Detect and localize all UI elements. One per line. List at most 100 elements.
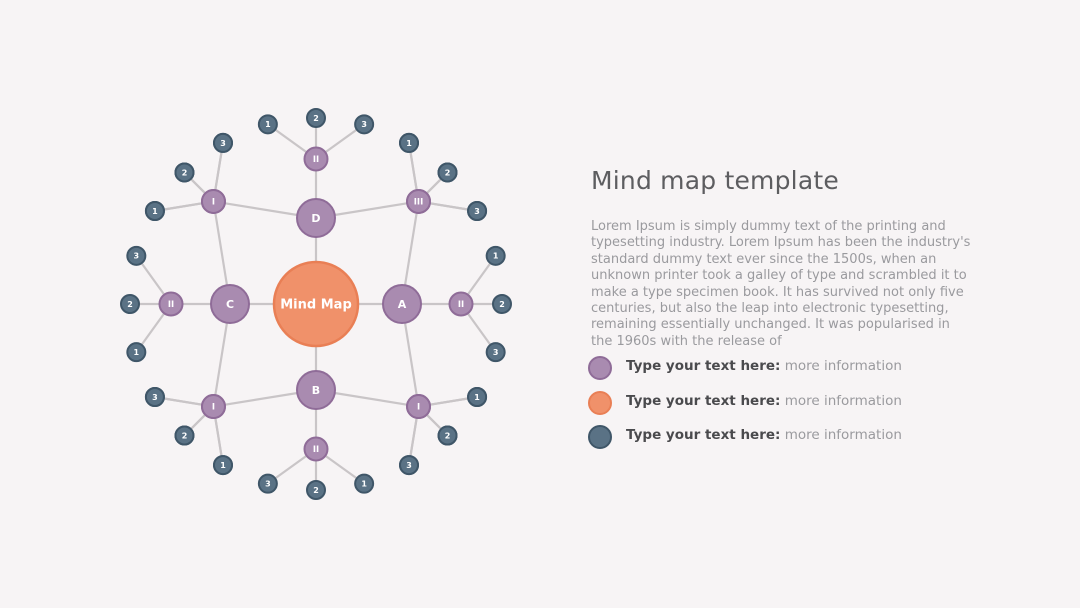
- leaf-node-circle: [467, 387, 488, 407]
- legend-swatch-purple: [588, 356, 612, 380]
- sub-node: I: [406, 394, 432, 420]
- leaf-node: 2: [306, 480, 326, 500]
- leaf-node: 2: [174, 162, 195, 183]
- leaf-node: 1: [399, 132, 419, 153]
- legend-swatch-blue: [588, 425, 612, 449]
- branch-node-b-circle: [296, 370, 336, 410]
- leaf-node: 3: [467, 201, 488, 221]
- leaf-node-label: 1: [220, 461, 226, 470]
- leaf-node-circle: [437, 162, 458, 183]
- sub-node-circle: [200, 394, 226, 420]
- sub-node-circle: [158, 291, 184, 317]
- sub-node-circle: [406, 188, 432, 214]
- leaf-node-label: 3: [474, 207, 480, 216]
- leaf-node-label: 3: [493, 348, 499, 357]
- leaf-node-label: 3: [361, 120, 367, 129]
- leaf-node-label: 2: [445, 431, 451, 440]
- leaf-node: 3: [485, 342, 506, 363]
- sub-node: III: [406, 188, 432, 214]
- leaf-node: 2: [174, 425, 195, 446]
- mind-map-diagram: 123I123II123IIIA123I123II123IIIB123I123I…: [120, 108, 512, 500]
- leaf-node-circle: [492, 294, 512, 314]
- legend-info: more information: [780, 427, 902, 443]
- leaf-node-label: 1: [406, 139, 412, 148]
- sub-node-label: II: [313, 155, 319, 165]
- branch-node-b: B: [296, 370, 336, 410]
- branch-node-d-label: D: [311, 212, 320, 225]
- leaf-node-label: 3: [220, 139, 226, 148]
- branch-node-c-label: C: [226, 298, 234, 311]
- branch-node-a-label: A: [398, 298, 407, 311]
- leaf-node: 3: [126, 245, 147, 266]
- sub-node: I: [200, 188, 226, 214]
- leaf-node-label: 2: [313, 114, 319, 123]
- leaf-node: 2: [437, 162, 458, 183]
- sub-node: II: [303, 436, 329, 462]
- legend-label: Type your text here:: [626, 358, 781, 374]
- leaf-node: 3: [213, 132, 233, 153]
- sub-node-circle: [303, 146, 329, 172]
- leaf-node: 3: [354, 114, 375, 135]
- leaf-node-label: 2: [499, 300, 505, 309]
- center-node: Mind Map: [272, 260, 360, 348]
- leaf-node-label: 2: [313, 486, 319, 495]
- leaf-node-circle: [399, 132, 419, 153]
- sub-node-circle: [448, 291, 474, 317]
- leaf-node: 2: [437, 425, 458, 446]
- leaf-node-label: 2: [127, 300, 133, 309]
- description-text: Lorem Ipsum is simply dummy text of the …: [591, 219, 971, 349]
- leaf-node-label: 2: [182, 431, 188, 440]
- center-node-label: Mind Map: [280, 298, 352, 313]
- leaf-node-circle: [485, 342, 506, 363]
- leaf-node-label: 3: [134, 252, 140, 261]
- leaf-node-circle: [126, 245, 147, 266]
- branch-node-c: C: [210, 284, 250, 324]
- leaf-node-label: 1: [152, 207, 158, 216]
- leaf-node: 1: [485, 245, 506, 266]
- sub-node-label: I: [212, 403, 215, 413]
- leaf-node-circle: [354, 473, 375, 494]
- leaf-node-label: 3: [152, 393, 158, 402]
- leaf-node-circle: [354, 114, 375, 135]
- branch-node-a: A: [382, 284, 422, 324]
- sub-node: II: [303, 146, 329, 172]
- branch-node-c-circle: [210, 284, 250, 324]
- leaf-node-circle: [174, 425, 195, 446]
- legend-label: Type your text here:: [626, 427, 781, 443]
- leaf-node-circle: [485, 245, 506, 266]
- leaf-node-label: 3: [406, 461, 412, 470]
- leaf-node: 3: [257, 473, 278, 494]
- leaf-node: 3: [144, 387, 165, 407]
- sub-node-label: II: [168, 300, 174, 310]
- center-node-circle: [272, 260, 360, 348]
- legend-info: more information: [780, 358, 902, 374]
- leaf-node-label: 1: [474, 393, 480, 402]
- leaf-node: 3: [399, 455, 419, 476]
- leaf-node: 2: [120, 294, 140, 314]
- legend-info: more information: [780, 392, 902, 409]
- leaf-node-circle: [257, 473, 278, 494]
- sub-node-label: II: [313, 445, 319, 455]
- leaf-node-circle: [174, 162, 195, 183]
- sub-node-circle: [200, 188, 226, 214]
- legend-label: Type your text here:: [626, 392, 781, 409]
- sub-node-circle: [406, 394, 432, 420]
- leaf-node-label: 1: [493, 252, 499, 261]
- leaf-node-circle: [399, 455, 419, 476]
- sub-node: II: [448, 291, 474, 317]
- leaf-node-label: 1: [361, 480, 367, 489]
- leaf-node-circle: [257, 114, 278, 135]
- leaf-node-circle: [437, 425, 458, 446]
- leaf-node: 1: [144, 201, 165, 221]
- leaf-node: 2: [492, 294, 512, 314]
- legend-swatch-orange: [588, 390, 612, 415]
- sub-node: I: [200, 394, 226, 420]
- leaf-node-circle: [467, 201, 488, 221]
- page-title: Mind map template: [591, 166, 839, 195]
- leaf-node: 2: [306, 108, 326, 128]
- leaf-node-label: 2: [182, 168, 188, 177]
- leaf-node-circle: [144, 387, 165, 407]
- leaf-node: 1: [126, 342, 147, 363]
- sub-node-label: I: [212, 198, 215, 208]
- branch-node-d: D: [296, 198, 336, 238]
